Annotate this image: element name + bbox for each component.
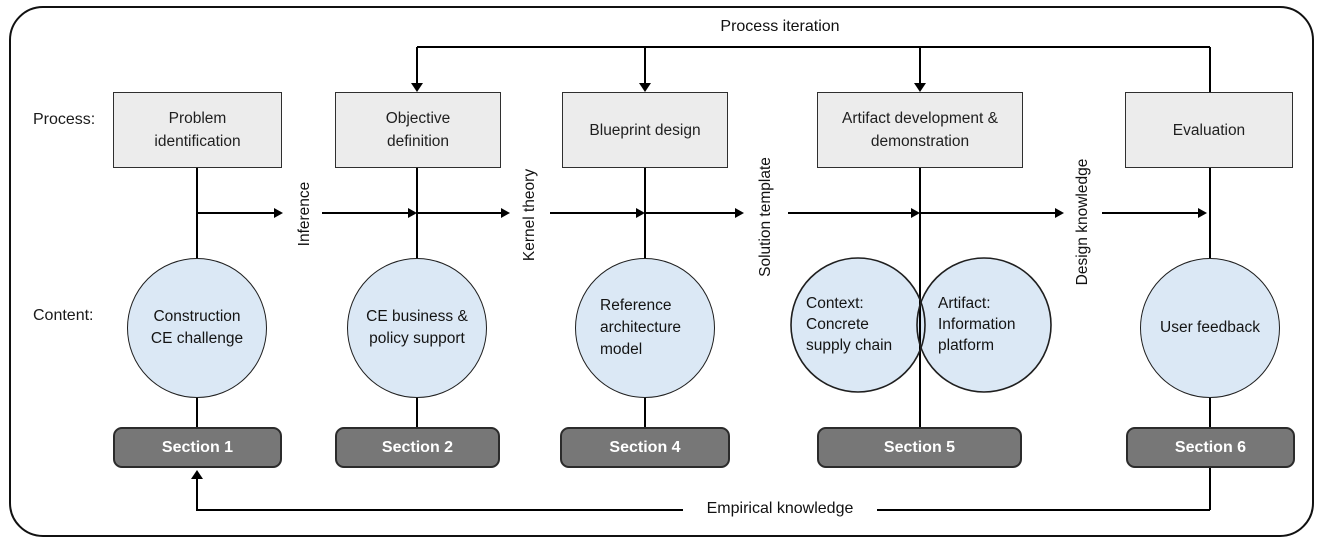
content-circle-user-feedback: User feedback — [1140, 258, 1280, 398]
knowledge-flow-arrows — [197, 208, 1207, 218]
empirical-knowledge-label: Empirical knowledge — [706, 500, 854, 517]
section-5-box: Section 5 — [817, 427, 1022, 468]
process-row-label: Process: — [33, 111, 96, 128]
process-box-blueprint-design: Blueprint design — [562, 92, 728, 168]
section-1-box: Section 1 — [113, 427, 282, 468]
venn-artifact-label: Artifact: Information platform — [938, 295, 1016, 354]
venn-circle-fills — [791, 258, 1051, 392]
content-circle-construction-ce-challenge: Construction CE challenge — [127, 258, 267, 398]
diagram-border — [9, 6, 1314, 537]
content-row-label: Content: — [33, 307, 94, 324]
section-6-box: Section 6 — [1126, 427, 1295, 468]
venn-circle-outlines — [790, 257, 1052, 393]
process-box-evaluation: Evaluation — [1125, 92, 1293, 168]
flow-label-kernel-theory: Kernel theory — [521, 168, 538, 262]
process-box-artifact-development: Artifact development & demonstration — [817, 92, 1023, 168]
flow-label-design-knowledge: Design knowledge — [1074, 158, 1091, 286]
process-box-objective-definition: Objective definition — [335, 92, 501, 168]
venn-context-label: Context: Concrete supply chain — [806, 295, 893, 354]
section-2-box: Section 2 — [335, 427, 500, 468]
content-circle-reference-architecture-model: Reference architecture model — [575, 258, 715, 398]
empirical-feedback-arrow — [191, 470, 1210, 511]
process-box-problem-identification: Problem identification — [113, 92, 282, 168]
section-4-box: Section 4 — [560, 427, 730, 468]
flow-label-inference: Inference — [296, 181, 313, 247]
content-circle-ce-business-policy-support: CE business & policy support — [347, 258, 487, 398]
flow-label-solution-template: Solution template — [757, 157, 774, 277]
process-iteration-label: Process iteration — [720, 18, 840, 35]
process-iteration-arrows — [411, 46, 1211, 92]
